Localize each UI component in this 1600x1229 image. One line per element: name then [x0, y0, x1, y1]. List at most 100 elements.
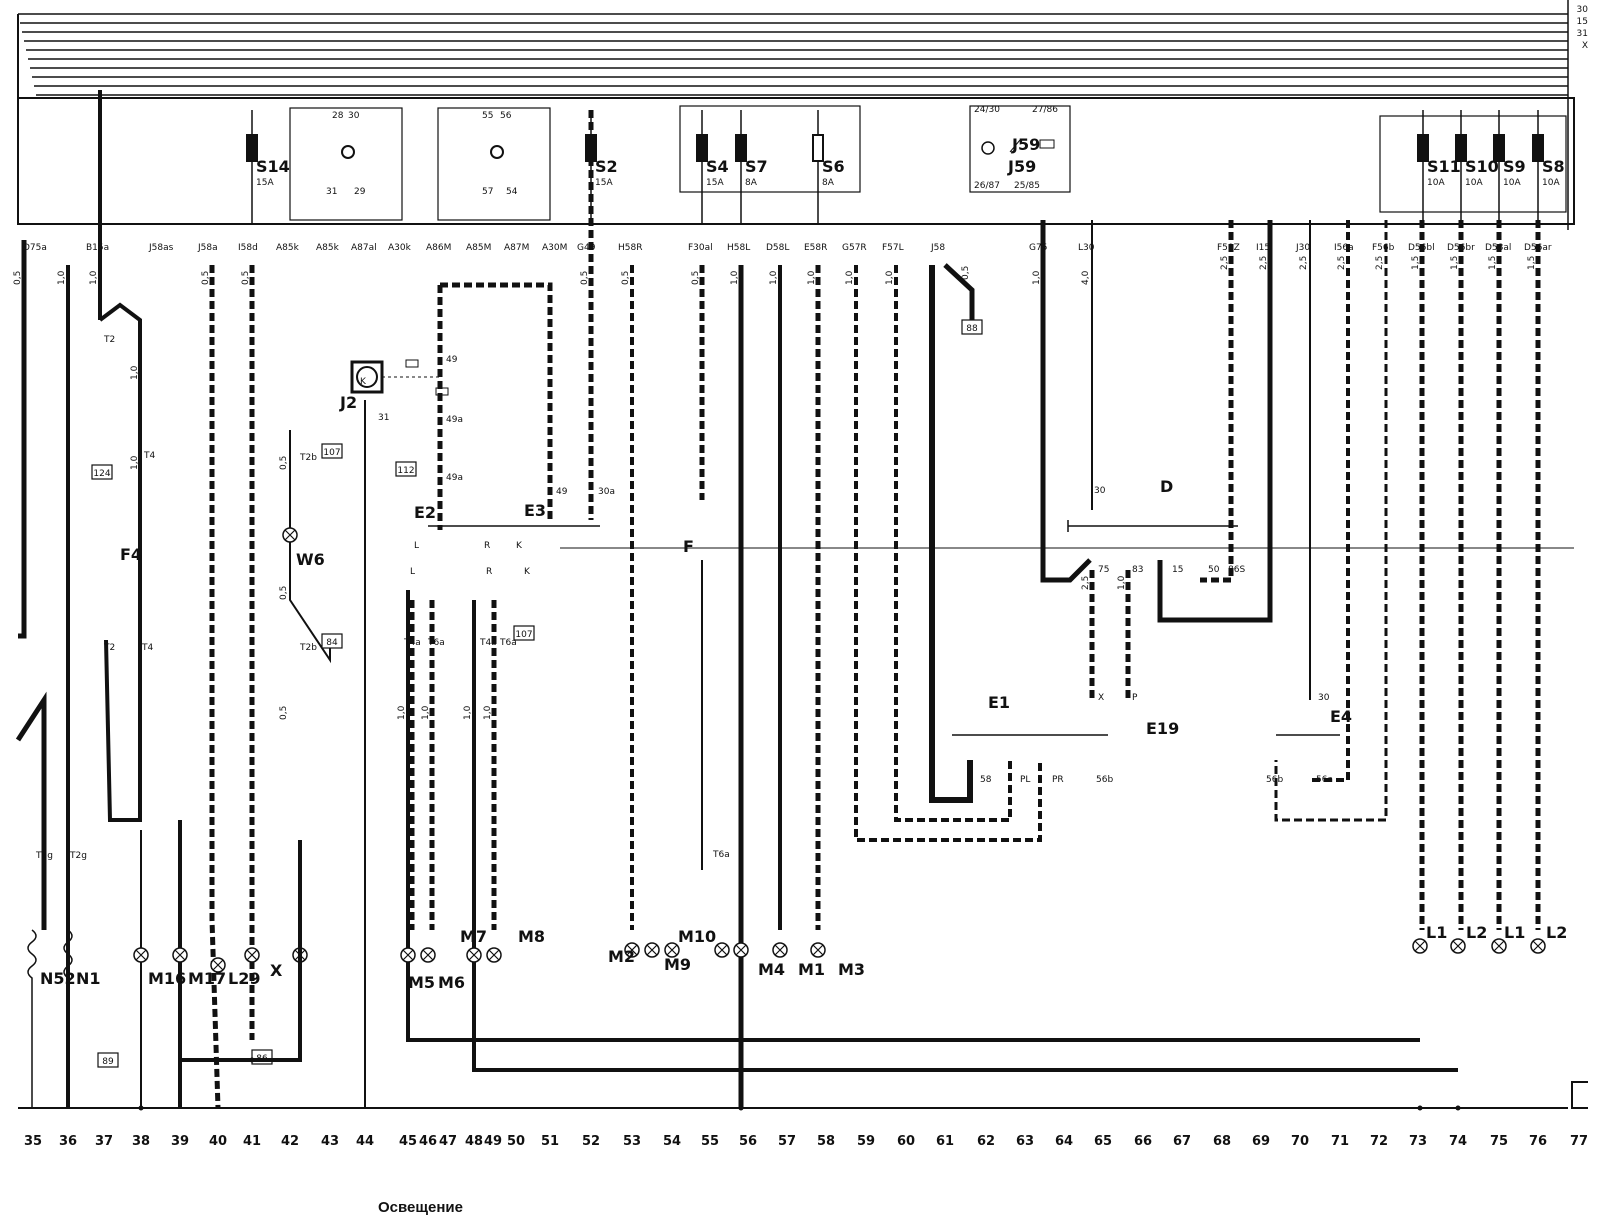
wire-size: 0,5	[13, 271, 23, 285]
component-label: T4	[141, 643, 153, 653]
module-box-2	[437, 107, 551, 221]
component-label: E3	[524, 501, 546, 520]
wire-size: 1,0	[730, 270, 740, 285]
terminal-label: F57L	[882, 243, 904, 253]
fuse-name: S14	[256, 157, 290, 176]
terminal-label: A85k	[276, 243, 300, 253]
wire-size: 1,5	[1527, 256, 1537, 270]
terminal-label: A30M	[542, 243, 567, 253]
component-label: T4b	[479, 638, 497, 648]
fuse-rating: 15A	[256, 178, 274, 188]
column-number: 67	[1173, 1134, 1191, 1149]
pin-label: 56b	[1096, 775, 1113, 785]
wire-size: 1,0	[421, 705, 431, 720]
component-label: T2b	[299, 453, 317, 463]
pin-label: 30	[1094, 486, 1106, 496]
column-number: 65	[1094, 1134, 1112, 1149]
wire-size: 0,5	[580, 271, 590, 285]
component-label: M8	[518, 927, 545, 946]
fuse-group-box	[679, 105, 861, 193]
component-label: D	[1160, 477, 1173, 496]
pin-label: 49a	[446, 473, 463, 483]
component-label: T6a	[427, 638, 445, 648]
wire-g57r	[854, 265, 1042, 842]
module-pin: 56	[500, 111, 512, 121]
component-label: M4	[758, 960, 785, 979]
relay-j59-label: J59	[1007, 157, 1036, 176]
component-label: L2	[1466, 923, 1487, 942]
pin-label: 58	[980, 775, 992, 785]
pin-label: 56b	[1266, 775, 1283, 785]
wire-size: 1,0	[483, 705, 493, 720]
wire-n52	[15, 691, 47, 930]
bulb-cross	[174, 949, 186, 961]
fuse-name: S11	[1427, 157, 1461, 176]
relay-k	[350, 359, 449, 396]
column-number: 71	[1331, 1134, 1349, 1149]
wire-size: 1,0	[130, 455, 140, 470]
component-label: N1	[76, 969, 101, 988]
power-bus	[17, 0, 1569, 230]
connector-box	[97, 1052, 119, 1068]
column-number: 60	[897, 1134, 915, 1149]
fuse-name: S4	[706, 157, 729, 176]
bulb-cross	[1452, 940, 1464, 952]
diagram-caption: Освещение	[378, 1199, 463, 1216]
wire-size: 1,5	[1450, 256, 1460, 270]
column-number: 51	[541, 1134, 559, 1149]
connector-number: 84	[326, 638, 338, 648]
component-label: R	[486, 567, 492, 577]
connector-box	[91, 464, 113, 480]
terminal-label: A30k	[388, 243, 412, 253]
wire-size: 1,0	[130, 365, 140, 380]
wire-i56a	[1310, 220, 1350, 782]
fuse-name: S7	[745, 157, 768, 176]
column-number: 62	[977, 1134, 995, 1149]
wire-size: 2,5	[1375, 256, 1385, 270]
column-number: 52	[582, 1134, 600, 1149]
relay-pin: 24/30	[974, 105, 1000, 115]
pin-label: PL	[1020, 775, 1030, 785]
bulb-cross	[774, 944, 786, 956]
terminal-label: L30	[1078, 243, 1095, 253]
pin-label: K	[516, 541, 523, 551]
terminal-label: A87M	[504, 243, 529, 253]
column-number: 48	[465, 1134, 483, 1149]
fuse-rating: 10A	[1503, 178, 1521, 188]
terminal-label: G57R	[842, 243, 867, 253]
module-box-1	[289, 107, 403, 221]
relay-pin: 27/86	[1032, 105, 1058, 115]
terminal-label: J58as	[148, 243, 174, 253]
bus-label: 31	[1577, 29, 1588, 39]
pin-label: X	[1098, 693, 1104, 703]
column-number: 40	[209, 1134, 227, 1149]
wire-size: 1,0	[769, 270, 779, 285]
terminal-label: G75	[1029, 243, 1047, 253]
relay-j59: J59	[981, 139, 1055, 176]
terminal-label: A85M	[466, 243, 491, 253]
component-label: L	[410, 567, 415, 577]
module-pin: 55	[482, 111, 493, 121]
bulb-cross	[402, 949, 414, 961]
column-number: 69	[1252, 1134, 1270, 1149]
wire-size: 1,0	[397, 705, 407, 720]
ground-junction	[1417, 1105, 1423, 1111]
fuses: S1415AS215AS415AS78AS68AS1110AS1010AS910…	[246, 110, 1565, 224]
column-number: 55	[701, 1134, 719, 1149]
column-number: 36	[59, 1134, 77, 1149]
bulb-cross	[468, 949, 480, 961]
module-pin: 57	[482, 187, 493, 197]
component-label: T2	[103, 335, 115, 345]
relay-pin: 26/87	[974, 181, 1000, 191]
fuse-name: S2	[595, 157, 618, 176]
terminal-label: H58L	[727, 243, 750, 253]
column-number: 42	[281, 1134, 299, 1149]
wire-j58-88	[943, 263, 975, 320]
wire-ground-return-2	[472, 600, 1458, 1072]
wire-size: 2,5	[1299, 256, 1309, 270]
wire-size: 0,5	[279, 456, 289, 470]
